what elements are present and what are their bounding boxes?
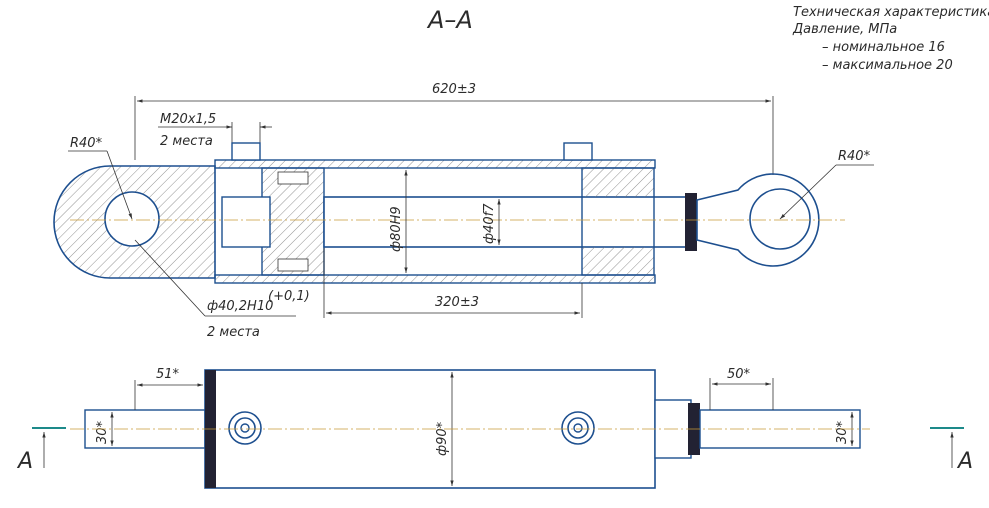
- pin-places-label: 2 места: [207, 325, 260, 340]
- piston-rod: [323, 196, 690, 248]
- pressure-nominal: – номинальное 16: [822, 40, 945, 55]
- section-mark-right-letter: A: [956, 449, 973, 474]
- radius-left-label: R40*: [70, 136, 103, 151]
- section-title: А–А: [426, 6, 473, 34]
- section-view: 620±3 M20x1,5 2 места: [53, 82, 874, 340]
- tube-wall-top: [214, 159, 656, 169]
- pressure-label: Давление, МПа: [792, 22, 897, 37]
- section-mark-left-letter: A: [16, 449, 33, 474]
- tube-wall-bottom: [214, 274, 656, 284]
- gland: [581, 167, 655, 276]
- thread-label: M20x1,5: [160, 112, 216, 127]
- piston-seal-bottom: [277, 258, 309, 272]
- tube-diameter-label: ф90*: [435, 421, 450, 456]
- pressure-maximum: – максимальное 20: [822, 58, 953, 73]
- right-offset-label: 50*: [727, 367, 751, 382]
- section-mark-right: A: [930, 427, 973, 474]
- piston-nut: [221, 196, 271, 248]
- rod-wiper: [685, 193, 697, 251]
- port-left: [231, 142, 261, 161]
- tech-spec: Техническая характеристика Давление, МПа…: [792, 5, 989, 73]
- outer-view: 30* 51* ф90* 50* 30*: [70, 367, 870, 489]
- stroke-label: 320±3: [435, 295, 479, 310]
- piston-seal-top: [277, 171, 309, 185]
- right-width-label: 30*: [835, 420, 850, 444]
- tech-spec-title: Техническая характеристика: [793, 5, 989, 20]
- left-offset-label: 51*: [156, 367, 180, 382]
- pin-hole-label: ф40,2H10: [207, 299, 273, 314]
- left-width-label: 30*: [95, 420, 110, 444]
- thread-places-label: 2 места: [160, 134, 213, 149]
- radius-right-label: R40*: [838, 149, 871, 164]
- rod-label: ф40f7: [482, 203, 497, 244]
- pin-hole-tolerance: (+0,1): [268, 289, 310, 304]
- bore-label: ф80H9: [389, 206, 404, 252]
- port-right: [563, 142, 593, 161]
- right-eye-body: [696, 173, 820, 267]
- section-mark-left: A: [16, 427, 66, 474]
- overall-length-label: 620±3: [432, 82, 476, 97]
